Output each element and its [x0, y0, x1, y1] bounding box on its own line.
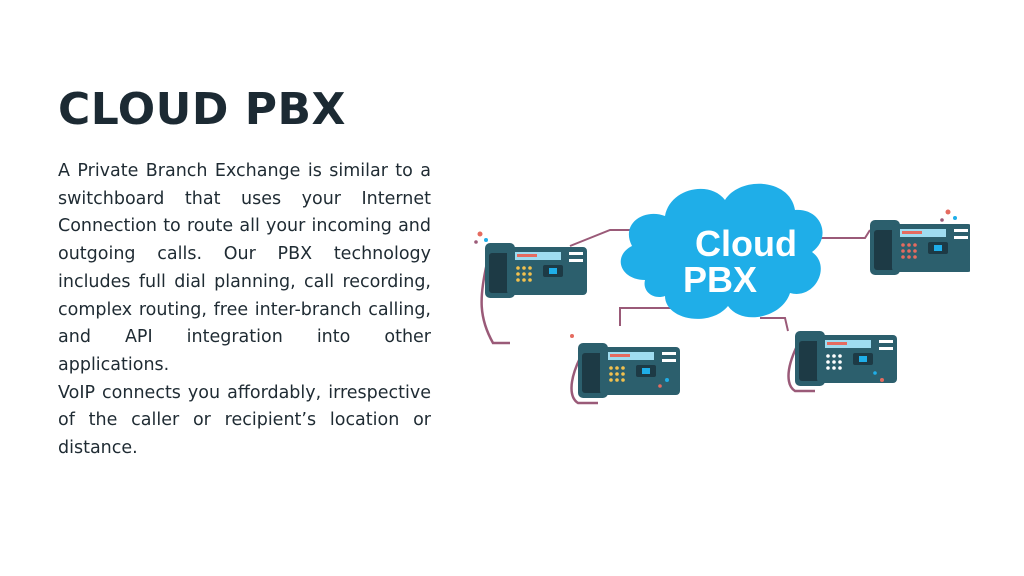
sparkle-decoration-icon	[474, 209, 957, 388]
description-paragraph: A Private Branch Exchange is similar to …	[58, 161, 431, 375]
desk-phone-icon	[570, 343, 680, 405]
cloud-pbx-illustration: Cloud PBX	[474, 183, 970, 405]
slide-body: A Private Branch Exchange is similar to …	[58, 158, 431, 463]
desk-phone-icon	[480, 243, 587, 345]
cloud-label-line1: Cloud	[695, 223, 797, 264]
desk-phone-icon	[870, 220, 970, 275]
cloud-label-line2: PBX	[683, 259, 757, 300]
slide-title: CLOUD PBX	[58, 84, 346, 135]
connection-lines	[569, 229, 871, 332]
cloud-icon: Cloud PBX	[620, 183, 823, 319]
voip-paragraph: VoIP connects you affordably, irrespecti…	[58, 382, 431, 459]
desk-phone-icon	[787, 331, 897, 393]
